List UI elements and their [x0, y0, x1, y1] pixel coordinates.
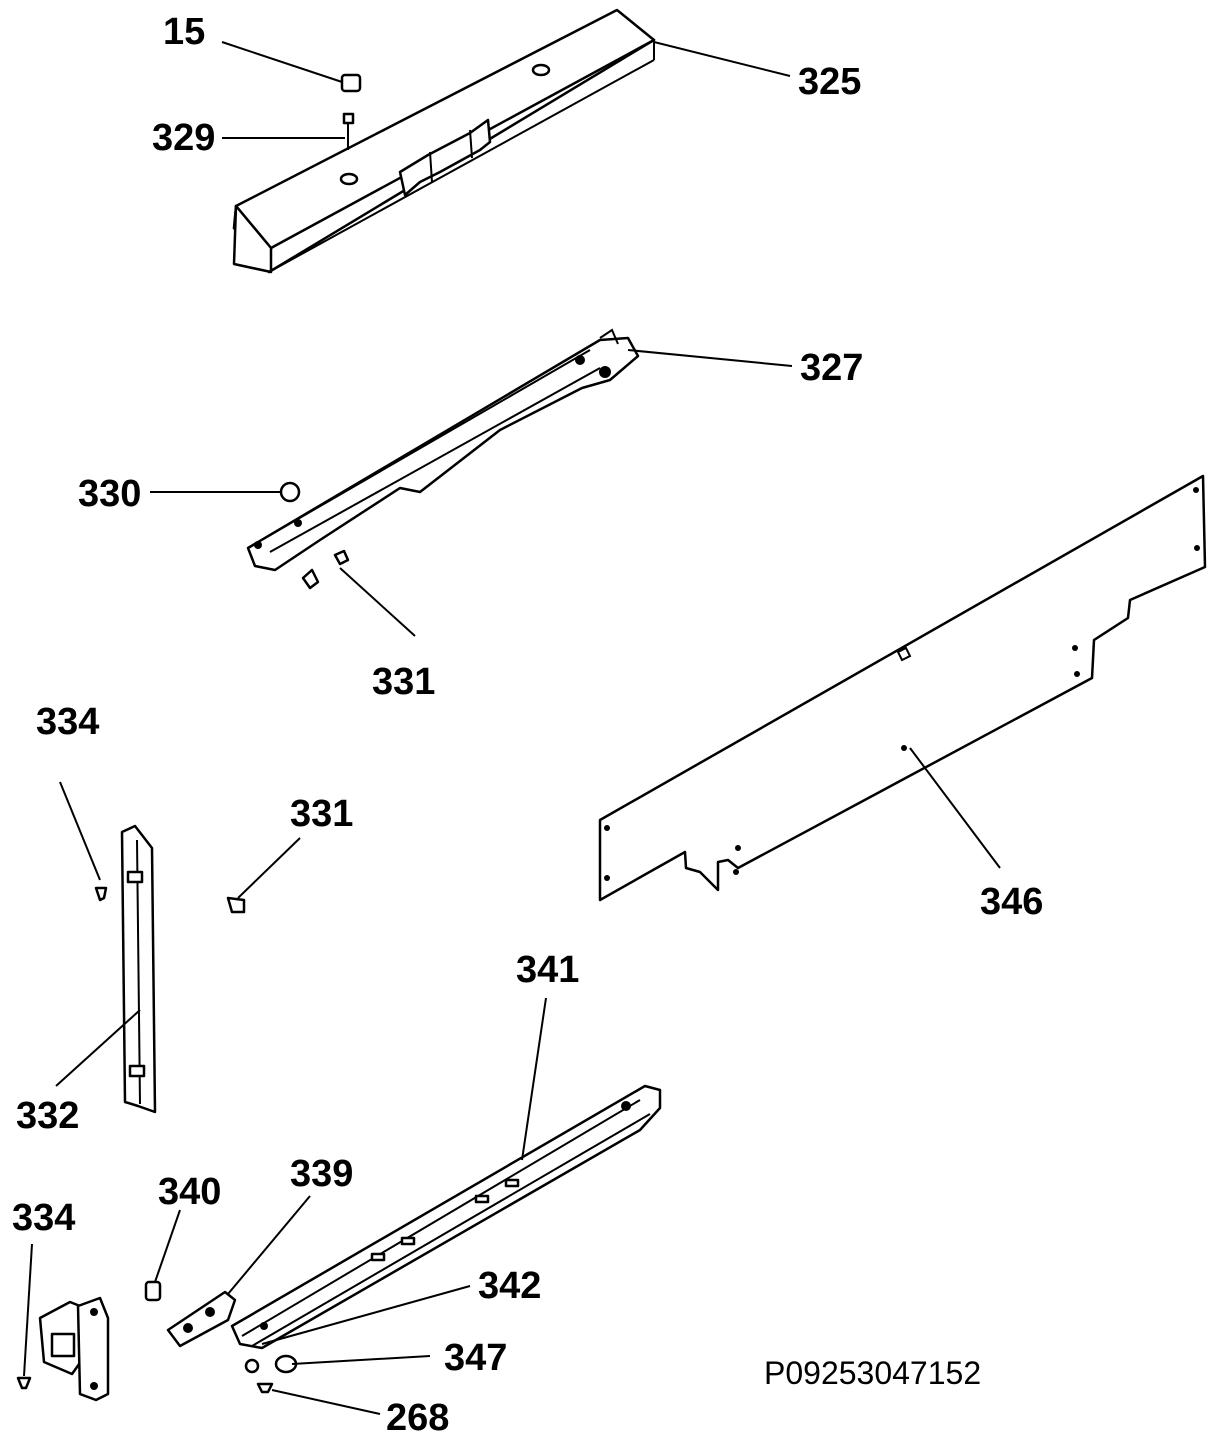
leader-339	[227, 1195, 311, 1295]
part-346-side-panel	[598, 474, 1207, 902]
drawing-code: P09253047152	[764, 1355, 981, 1391]
label-334-lower: 334	[12, 1197, 75, 1239]
label-339: 339	[290, 1153, 353, 1195]
leader-325	[653, 41, 791, 77]
label-332: 332	[16, 1095, 79, 1137]
leader-340	[154, 1209, 181, 1283]
label-341: 341	[516, 949, 579, 991]
label-346: 346	[980, 881, 1043, 923]
leader-327	[627, 349, 793, 367]
leader-334a	[59, 781, 101, 881]
label-331-middle: 331	[290, 793, 353, 835]
part-347-roller	[244, 1354, 298, 1374]
label-347: 347	[444, 1337, 507, 1379]
part-labels: 15 325 329 327 330 331 334 331 346 341 3…	[12, 11, 1043, 1439]
leader-332	[55, 1009, 141, 1087]
part-268-screw	[256, 1382, 274, 1394]
label-331-upper: 331	[372, 661, 435, 703]
leader-268	[271, 1389, 381, 1415]
part-330-nut	[279, 481, 301, 503]
leader-331b	[237, 837, 301, 899]
label-15: 15	[163, 11, 205, 53]
label-327: 327	[800, 347, 863, 389]
label-325: 325	[798, 61, 861, 103]
part-329-pin	[342, 112, 355, 150]
part-334-latch	[38, 1296, 110, 1402]
part-332-vertical-bracket	[120, 824, 157, 1114]
leader-341	[521, 997, 547, 1161]
label-329: 329	[152, 117, 215, 159]
part-331-screw-middle	[226, 896, 246, 914]
leader-lines	[23, 41, 1001, 1415]
leader-347	[291, 1355, 431, 1365]
part-334-screw-lower	[16, 1376, 32, 1390]
part-15-nut	[340, 73, 362, 93]
leader-346	[909, 747, 1001, 869]
part-341-lower-rail	[230, 1084, 662, 1350]
leader-334b	[23, 1243, 33, 1377]
leader-15	[221, 41, 343, 83]
label-342: 342	[478, 1265, 541, 1307]
part-334-screw-upper	[94, 886, 108, 902]
part-331-screw-upper	[301, 549, 350, 590]
label-340: 340	[158, 1171, 221, 1213]
part-325-top-rail	[232, 8, 656, 274]
leader-331a	[339, 567, 416, 637]
label-330: 330	[78, 473, 141, 515]
label-268: 268	[386, 1397, 449, 1439]
label-334-upper: 334	[36, 701, 99, 743]
part-339-bracket	[166, 1290, 237, 1348]
leader-342	[261, 1285, 471, 1345]
part-340-screw	[144, 1280, 162, 1302]
part-327-slide-rail	[246, 328, 640, 572]
